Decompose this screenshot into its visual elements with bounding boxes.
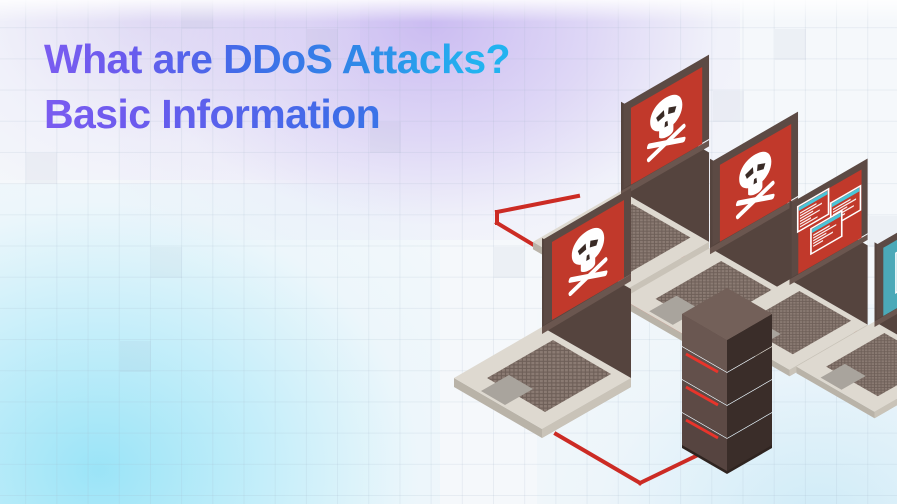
background-top-highlight <box>0 0 897 22</box>
server-unit <box>682 413 772 471</box>
server-unit-top <box>682 288 772 372</box>
server-unit <box>682 380 772 438</box>
page-title: What are DDoS Attacks? Basic Information <box>44 32 511 142</box>
infected-laptop-large <box>454 188 631 438</box>
connection-laptop1-to-junction <box>494 193 581 215</box>
grid-accent-cell <box>151 247 183 279</box>
grid-accent-cell <box>307 29 339 61</box>
connection-laptop5-to-bottom <box>553 431 643 486</box>
server-led <box>685 418 719 440</box>
title-line-1: What are DDoS Attacks? <box>44 32 511 87</box>
grid-accent-cell <box>713 91 745 123</box>
server-led <box>685 385 719 407</box>
server-unit <box>682 347 772 405</box>
terminal-window <box>895 230 897 294</box>
background-cyan-glow <box>0 184 440 504</box>
code-window-back <box>796 187 830 234</box>
grid-accent-cell <box>370 122 402 154</box>
grid-accent-cell <box>494 247 526 279</box>
infected-laptop-code <box>711 158 868 377</box>
code-window-front <box>810 209 843 256</box>
background-purple-glow-secondary <box>0 0 360 180</box>
grid-accent-cell <box>120 341 152 373</box>
title-line-2: Basic Information <box>44 87 510 142</box>
infected-laptop-terminal <box>796 230 897 419</box>
server-led <box>685 352 719 374</box>
grid-accent-cell <box>26 153 58 185</box>
grid-accent-cell <box>775 29 807 61</box>
target-server-rack <box>682 288 772 474</box>
